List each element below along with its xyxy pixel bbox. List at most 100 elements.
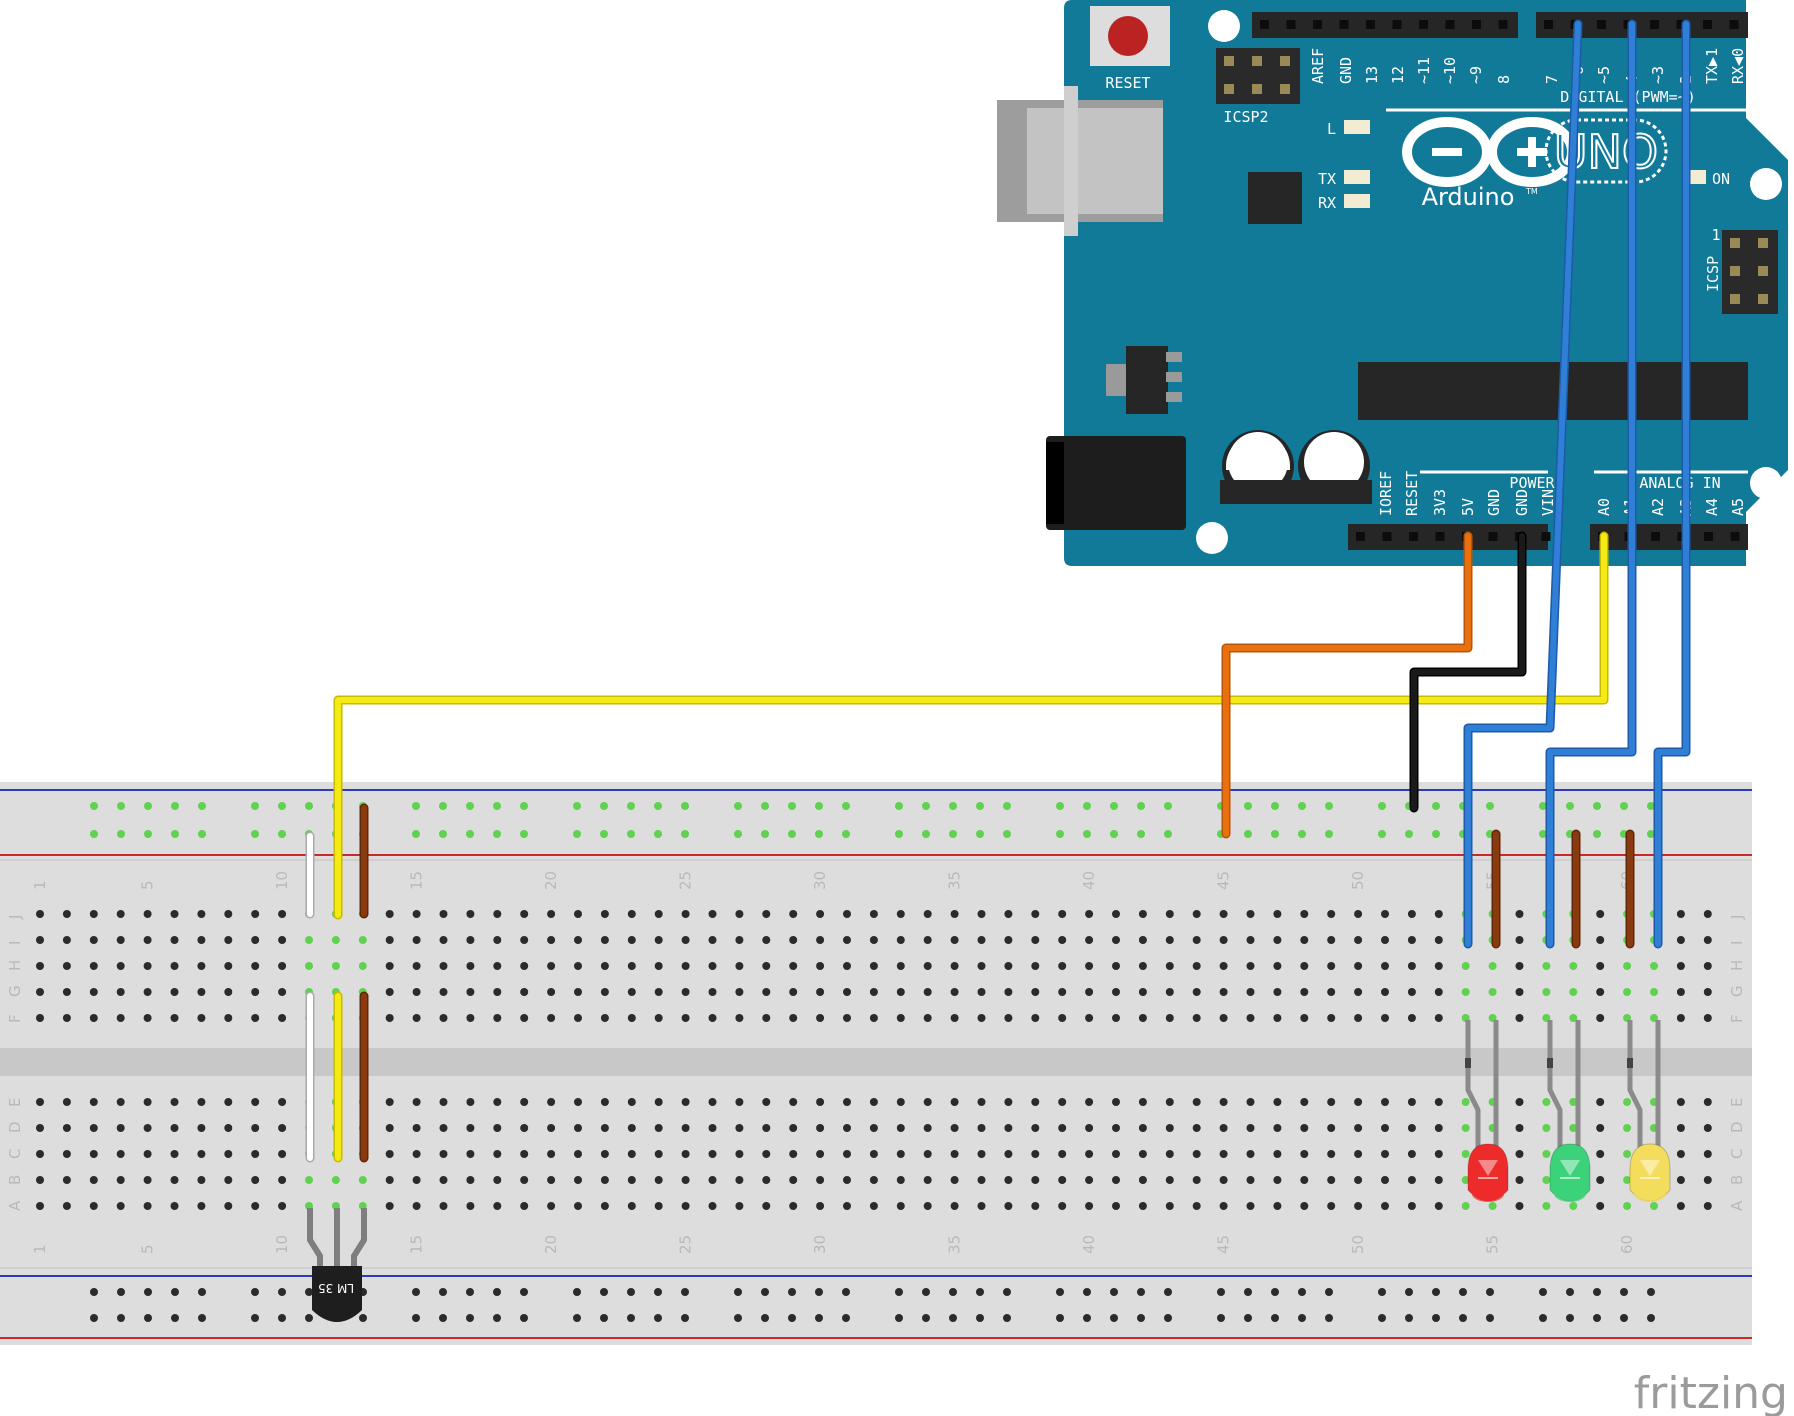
breadboard-hole xyxy=(1676,936,1685,944)
breadboard-hole xyxy=(708,910,717,918)
breadboard-hole xyxy=(1112,936,1120,944)
breadboard-hole xyxy=(1488,962,1497,970)
breadboard-hole xyxy=(708,1150,717,1158)
breadboard-hole xyxy=(869,988,878,996)
breadboard-hole xyxy=(331,962,340,970)
breadboard-hole xyxy=(627,1098,636,1106)
breadboard-hole xyxy=(600,1202,609,1210)
led-rx-indicator xyxy=(1344,194,1370,208)
breadboard-hole xyxy=(466,1014,475,1022)
breadboard-hole xyxy=(1434,962,1443,970)
power-analog-pin-label: 3V3 xyxy=(1431,489,1449,516)
breadboard-hole xyxy=(762,1014,771,1022)
breadboard-hole xyxy=(1138,1098,1147,1106)
digital-pin-label: ~9 xyxy=(1467,66,1485,84)
breadboard-hole xyxy=(1381,1150,1389,1158)
breadboard-hole xyxy=(1515,1014,1524,1022)
breadboard-hole xyxy=(600,962,609,970)
rail-hole xyxy=(1271,1288,1279,1296)
rail-hole xyxy=(198,1314,206,1322)
breadboard-hole xyxy=(520,1014,529,1022)
rail-hole xyxy=(1003,1288,1011,1296)
column-number: 50 xyxy=(1349,1235,1367,1254)
breadboard-hole xyxy=(1004,910,1013,918)
led-tx-indicator xyxy=(1344,170,1370,184)
breadboard-hole xyxy=(1004,936,1013,944)
breadboard-hole xyxy=(520,962,529,970)
breadboard-hole xyxy=(36,1098,44,1106)
breadboard-hole xyxy=(843,1098,851,1106)
rail-hole xyxy=(117,802,125,810)
breadboard-hole xyxy=(278,1014,287,1022)
breadboard-hole xyxy=(816,962,825,970)
digital-pin-label: 12 xyxy=(1389,66,1407,84)
breadboard-hole xyxy=(1085,936,1094,944)
rail-hole xyxy=(412,1288,420,1296)
rail-hole xyxy=(1110,830,1118,838)
lm35-sensor: LM 35 xyxy=(307,1208,367,1322)
breadboard-hole xyxy=(1138,910,1147,918)
breadboard-hole xyxy=(62,1014,71,1022)
row-letter: H xyxy=(6,960,24,971)
rail-hole xyxy=(627,802,635,810)
rail-hole xyxy=(895,1314,903,1322)
breadboard-hole xyxy=(1703,1124,1712,1132)
rail-hole xyxy=(1647,802,1655,810)
mounting-hole xyxy=(1208,10,1240,42)
column-number: 30 xyxy=(811,1235,829,1254)
breadboard-hole xyxy=(89,1202,98,1210)
breadboard-hole xyxy=(224,1150,233,1158)
breadboard-hole xyxy=(1031,1202,1040,1210)
breadboard-hole xyxy=(116,1124,125,1132)
led-tx-label: TX xyxy=(1318,170,1336,188)
rail-hole xyxy=(1539,1314,1547,1322)
rail-hole xyxy=(1325,1288,1333,1296)
power-analog-pin-label: A2 xyxy=(1649,498,1667,516)
breadboard-hole xyxy=(977,910,986,918)
row-letter: D xyxy=(1728,1121,1746,1133)
breadboard-hole xyxy=(708,962,717,970)
breadboard-hole xyxy=(708,1176,717,1184)
breadboard-hole xyxy=(950,962,959,970)
breadboard-hole xyxy=(681,962,690,970)
digital-pin-label: TX▶1 xyxy=(1703,48,1721,84)
breadboard-hole xyxy=(627,1202,636,1210)
breadboard-hole xyxy=(1676,1124,1685,1132)
breadboard-hole xyxy=(1058,1098,1067,1106)
breadboard-hole xyxy=(1676,910,1685,918)
breadboard-hole xyxy=(789,1202,798,1210)
breadboard-hole xyxy=(1031,936,1040,944)
breadboard-hole xyxy=(143,910,152,918)
rail-hole xyxy=(1217,1314,1225,1322)
breadboard-hole xyxy=(869,1202,878,1210)
rail-hole xyxy=(734,1314,742,1322)
breadboard-hole xyxy=(923,988,932,996)
rail-hole xyxy=(171,830,179,838)
breadboard-hole xyxy=(1165,1176,1174,1184)
breadboard-hole xyxy=(466,936,475,944)
breadboard-hole xyxy=(1676,962,1685,970)
power-analog-pin-label: 5V xyxy=(1459,498,1477,516)
header-pin xyxy=(1435,532,1445,541)
lm35-label: LM 35 xyxy=(318,1281,354,1295)
breadboard-hole xyxy=(574,1014,582,1022)
wire-digital-green-led xyxy=(1547,21,1635,947)
breadboard-hole xyxy=(1112,988,1120,996)
rail-hole xyxy=(1056,1314,1064,1322)
breadboard-hole xyxy=(735,988,744,996)
digital-pin-label: ~10 xyxy=(1441,57,1459,84)
breadboard-hole xyxy=(1381,936,1389,944)
breadboard-hole xyxy=(896,936,905,944)
breadboard-hole xyxy=(950,936,959,944)
digital-header-right xyxy=(1536,12,1748,38)
breadboard-hole xyxy=(1542,962,1551,970)
mounting-hole xyxy=(1196,522,1228,554)
rail-hole xyxy=(976,1314,984,1322)
breadboard-hole xyxy=(762,1202,771,1210)
header-pin xyxy=(1356,532,1365,541)
rail-hole xyxy=(171,1314,179,1322)
breadboard-hole xyxy=(1542,988,1551,996)
breadboard-hole xyxy=(143,936,152,944)
breadboard-hole xyxy=(224,962,233,970)
breadboard-hole xyxy=(1354,1014,1363,1022)
